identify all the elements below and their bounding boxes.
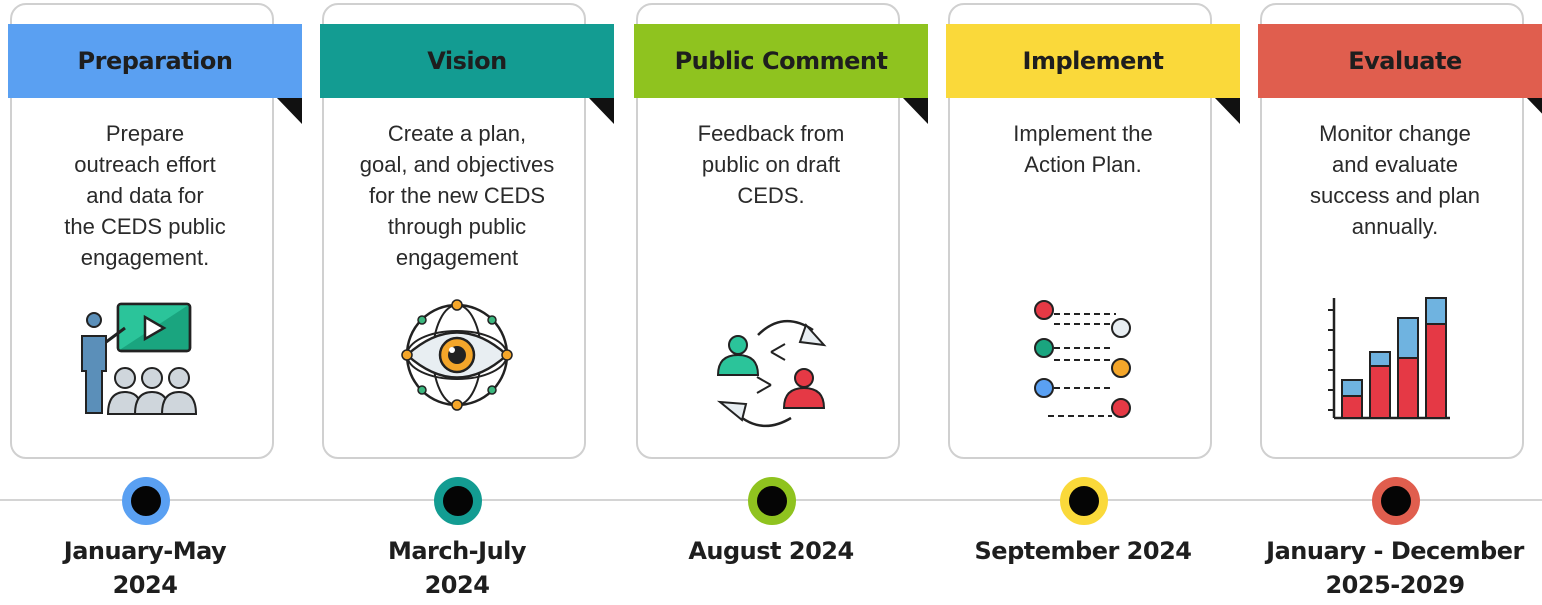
bar-chart-icon <box>1320 290 1470 430</box>
timeline-marker <box>1060 477 1108 525</box>
stage-preparation: Preparation Prepare outreach effort and … <box>8 0 310 605</box>
banner-fold <box>1215 98 1240 124</box>
stage-description: Implement the Action Plan. <box>1013 121 1153 177</box>
timeline-marker <box>1372 477 1420 525</box>
banner-fold <box>277 98 302 124</box>
stage-description: Monitor change and evaluate success and … <box>1310 121 1480 239</box>
stage-description: Feedback from public on draft CEDS. <box>697 121 845 208</box>
banner-fold <box>1527 98 1542 124</box>
stage-public-comment: Public Comment Feedback from public on d… <box>634 0 936 605</box>
stage-title-banner: Vision <box>320 24 614 98</box>
action-plan-icon <box>1008 290 1158 430</box>
stage-title-banner: Evaluate <box>1258 24 1542 98</box>
banner-fold <box>589 98 614 124</box>
stage-date: January - December 2025-2029 <box>1266 537 1524 599</box>
stage-date: September 2024 <box>974 537 1192 565</box>
stage-implement: Implement Implement the Action Plan. Sep… <box>946 0 1248 605</box>
banner-fold <box>903 98 928 124</box>
stage-vision: Vision Create a plan, goal, and objectiv… <box>320 0 622 605</box>
stage-title-banner: Implement <box>946 24 1240 98</box>
eye-vision-icon <box>382 290 532 430</box>
stage-title-banner: Public Comment <box>634 24 928 98</box>
stage-evaluate: Evaluate Monitor change and evaluate suc… <box>1258 0 1542 605</box>
timeline-marker <box>748 477 796 525</box>
timeline-marker <box>434 477 482 525</box>
stage-title-banner: Preparation <box>8 24 302 98</box>
stage-description: Prepare outreach effort and data for the… <box>64 121 226 270</box>
stage-description: Create a plan, goal, and objectives for … <box>359 121 555 270</box>
presentation-icon <box>70 290 220 430</box>
stage-date: August 2024 <box>688 537 854 565</box>
stage-date: March-July 2024 <box>387 537 527 599</box>
feedback-exchange-icon <box>696 290 846 430</box>
timeline-marker <box>122 477 170 525</box>
stage-date: January-May 2024 <box>63 537 227 599</box>
